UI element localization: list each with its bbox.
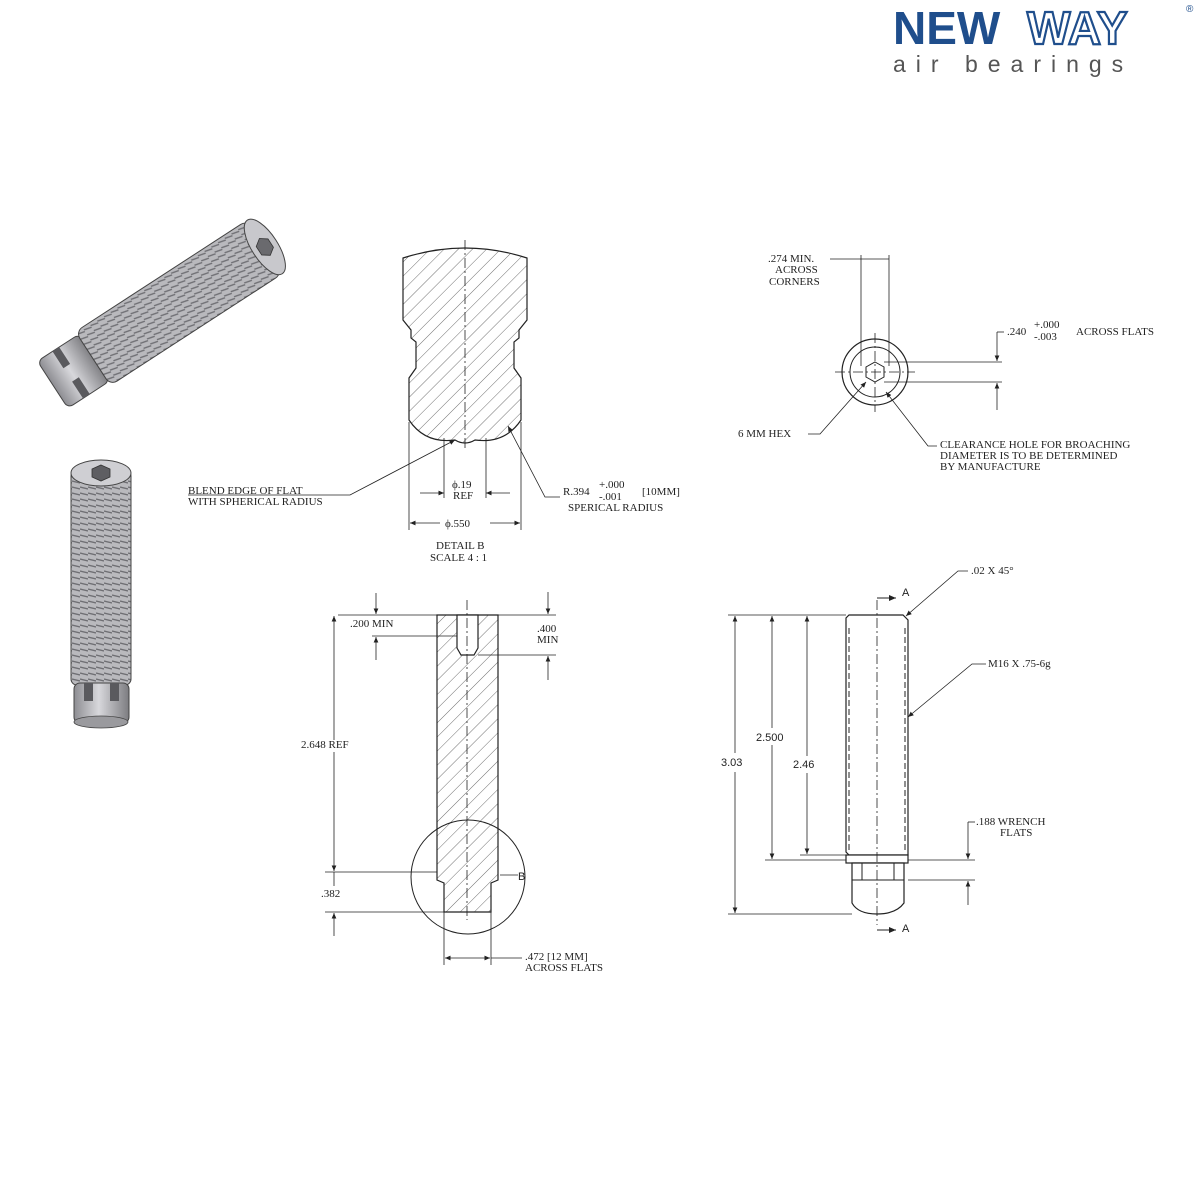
side-dim-2500: 2.500: [756, 732, 784, 744]
end-view-clearance-line2: DIAMETER IS TO BE DETERMINED: [940, 450, 1117, 462]
detail-b-scale: SCALE 4 : 1: [430, 552, 487, 564]
section-dim-472-line2: ACROSS FLATS: [525, 962, 603, 974]
section-dim-2648: 2.648 REF: [301, 739, 349, 751]
detail-b-radius-tol-minus: -.001: [599, 491, 622, 503]
side-chamfer-note: .02 X 45°: [971, 565, 1014, 577]
section-dim-400-line1: .400: [537, 623, 557, 635]
isometric-render-diagonal: [39, 218, 286, 407]
section-dim-472-line1: .472 [12 MM]: [525, 951, 588, 963]
side-section-mark-bottom: A: [902, 923, 910, 935]
side-view: A A .02 X 45° M16 X .75-6g 3.03 2.500 2.…: [721, 565, 1051, 935]
end-view-flats-label: ACROSS FLATS: [1076, 326, 1154, 338]
end-view-clearance-line1: CLEARANCE HOLE FOR BROACHING: [940, 439, 1130, 451]
side-wrench-line1: .188 WRENCH: [976, 816, 1046, 828]
newway-logo: NEW WAY ® air bearings: [893, 1, 1194, 77]
detail-b-view: ϕ.19 REF ϕ.550 BLEND EDGE OF FLAT WITH S…: [188, 240, 680, 564]
end-view-flats-tol-minus: -.003: [1034, 331, 1057, 343]
side-dim-246: 2.46: [793, 759, 814, 771]
section-dim-400-line2: MIN: [537, 634, 558, 646]
detail-b-flat-diameter: ϕ.19: [452, 479, 472, 491]
detail-b-title: DETAIL B: [436, 540, 485, 552]
end-view-hex: .274 MIN. ACROSS CORNERS .240 +.000 -.00…: [738, 253, 1154, 473]
logo-registered-mark: ®: [1186, 4, 1194, 15]
logo-subtitle: air bearings: [893, 51, 1133, 77]
section-view: B .200 MIN .400 MIN 2.648 REF .382 .472 …: [301, 592, 603, 974]
end-view-corners-line2: ACROSS: [775, 264, 818, 276]
logo-word-way: WAY: [1027, 2, 1128, 54]
end-view-corners-line3: CORNERS: [769, 276, 820, 288]
section-dim-200: .200 MIN: [350, 618, 393, 630]
section-detail-callout: B: [518, 871, 525, 883]
side-section-mark-top: A: [902, 587, 910, 599]
detail-b-blend-note-line2: WITH SPHERICAL RADIUS: [188, 496, 323, 508]
detail-b-radius-label: SPERICAL RADIUS: [568, 502, 663, 514]
end-view-flats-tol-plus: +.000: [1034, 319, 1060, 331]
detail-b-flat-diameter-ref: REF: [453, 490, 473, 502]
logo-word-new: NEW: [893, 2, 1001, 54]
side-wrench-line2: FLATS: [1000, 827, 1032, 839]
section-dim-382: .382: [321, 888, 340, 900]
side-dim-303: 3.03: [721, 757, 742, 769]
detail-b-body-diameter: ϕ.550: [445, 518, 471, 530]
detail-b-blend-note-line1: BLEND EDGE OF FLAT: [188, 485, 303, 497]
detail-b-radius-tol-plus: +.000: [599, 479, 625, 491]
end-view-corners-line1: .274 MIN.: [768, 253, 814, 265]
detail-b-radius-metric: [10MM]: [642, 486, 680, 498]
end-view-hex-label: 6 MM HEX: [738, 428, 791, 440]
detail-b-radius-value: R.394: [563, 486, 590, 498]
end-view-clearance-line3: BY MANUFACTURE: [940, 461, 1041, 473]
end-view-flats-value: .240: [1007, 326, 1027, 338]
isometric-render-vertical: [70, 459, 132, 729]
side-thread-note: M16 X .75-6g: [988, 658, 1051, 670]
